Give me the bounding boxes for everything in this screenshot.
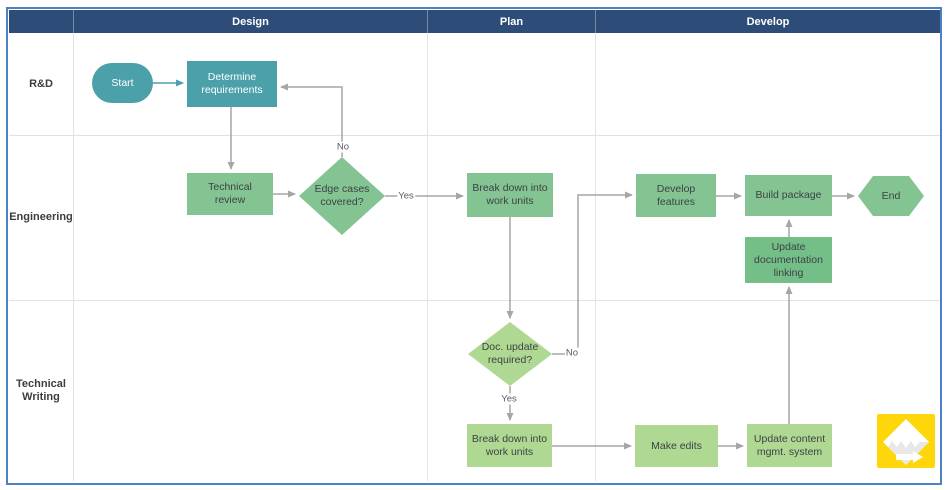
node-end: End	[858, 176, 924, 216]
lane-label-rd: R&D	[29, 77, 53, 90]
node-label: Update documentation linking	[754, 240, 823, 279]
watermark-logo-icon	[877, 414, 935, 468]
connector-docupdate-no	[552, 191, 633, 355]
node-label: Determine requirements	[201, 71, 263, 96]
node-label: Break down into work units	[472, 182, 548, 207]
column-divider	[427, 33, 428, 481]
node-label: Break down into work units	[471, 432, 548, 458]
connector-edgecases-no-loop	[280, 83, 343, 157]
lane-label-technical-writing: Technical Writing	[16, 377, 66, 403]
lane-label-engineering: Engineering	[9, 211, 73, 223]
phase-header-plan: Plan	[427, 10, 595, 33]
node-break-down-work-units-tw: Break down into work units	[467, 424, 552, 467]
node-update-documentation-linking: Update documentation linking	[745, 237, 832, 283]
node-label: Edge cases covered?	[314, 183, 370, 208]
node-determine-requirements: Determine requirements	[187, 61, 277, 107]
node-edge-cases-covered: Edge cases covered?	[299, 157, 385, 235]
node-label: Update content mgmt. system	[753, 432, 826, 458]
phase-header-develop: Develop	[595, 10, 940, 33]
edge-label-yes: Yes	[500, 393, 518, 405]
node-start: Start	[92, 63, 153, 103]
lane-divider	[9, 300, 940, 301]
node-label: Develop features	[656, 182, 696, 208]
logo-mountains	[883, 441, 929, 465]
column-divider	[73, 33, 74, 481]
edge-label-no: No	[335, 141, 351, 153]
phase-header-design: Design	[73, 10, 427, 33]
node-make-edits: Make edits	[635, 425, 718, 467]
logo-arrow-head	[913, 451, 923, 463]
node-build-package: Build package	[745, 175, 832, 216]
node-develop-features: Develop features	[636, 174, 716, 217]
node-label: Doc. update required?	[481, 341, 539, 366]
column-divider	[595, 33, 596, 481]
node-label: Start	[111, 76, 134, 89]
node-label: Make edits	[651, 439, 702, 452]
node-label: Build package	[755, 189, 822, 201]
node-technical-review: Technical review	[187, 173, 273, 215]
node-update-content-mgmt: Update content mgmt. system	[747, 424, 832, 467]
edge-label-yes: Yes	[397, 190, 415, 202]
node-label: End	[881, 189, 901, 202]
node-break-down-work-units-eng: Break down into work units	[467, 173, 553, 217]
node-doc-update-required: Doc. update required?	[468, 322, 552, 386]
node-label: Technical review	[208, 181, 252, 206]
edge-label-no: No	[564, 347, 580, 359]
logo-arrow-shaft	[896, 454, 913, 460]
lane-divider	[9, 135, 940, 136]
